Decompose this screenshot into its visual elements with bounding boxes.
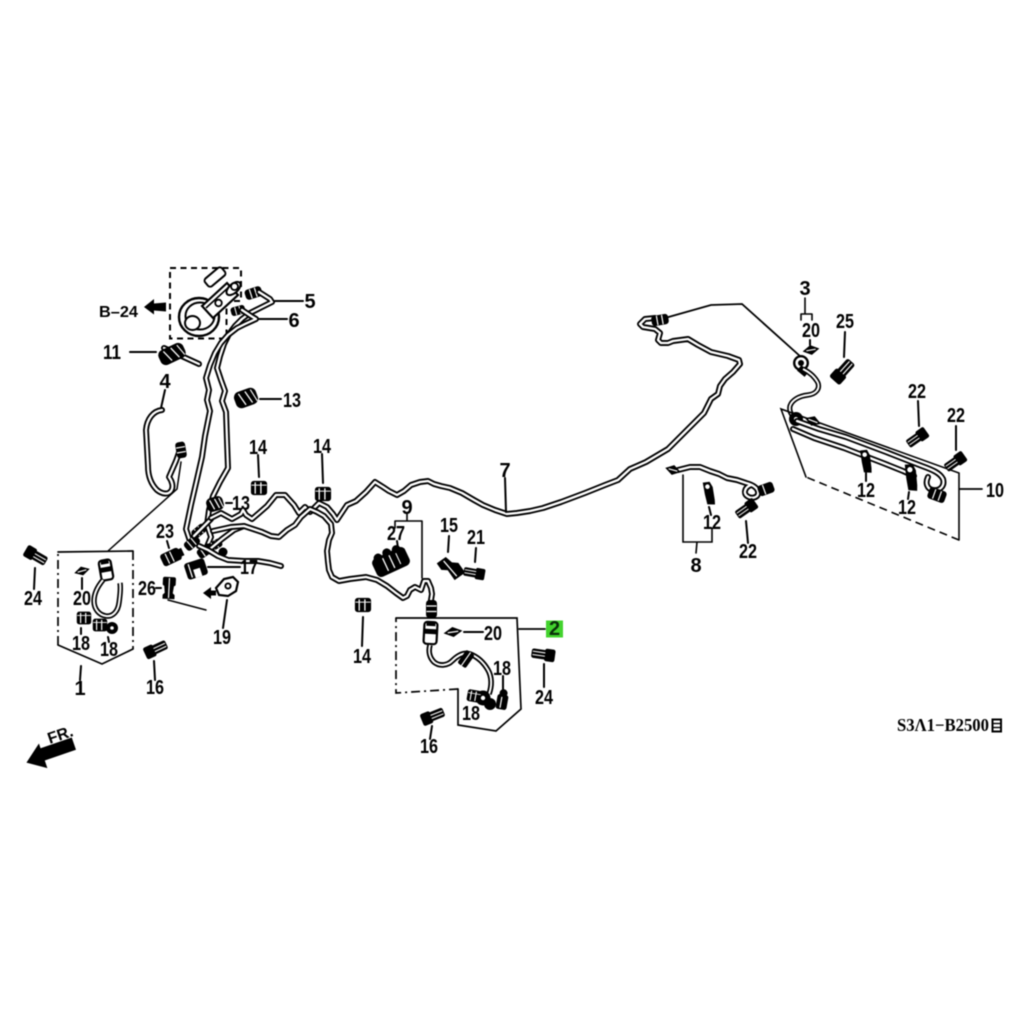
svg-text:4: 4 (159, 371, 171, 393)
svg-text:23: 23 (156, 521, 174, 543)
svg-text:12: 12 (857, 480, 875, 502)
svg-text:11: 11 (103, 342, 121, 364)
svg-text:20: 20 (484, 623, 502, 645)
svg-text:22: 22 (739, 541, 757, 563)
svg-text:18: 18 (462, 703, 480, 725)
svg-text:24: 24 (24, 588, 43, 610)
svg-text:17: 17 (240, 557, 258, 579)
svg-text:16: 16 (420, 736, 438, 758)
svg-text:25: 25 (836, 311, 854, 333)
svg-text:8: 8 (690, 555, 701, 577)
svg-text:20: 20 (73, 588, 91, 610)
svg-text:24: 24 (535, 687, 554, 709)
svg-text:13: 13 (283, 390, 301, 412)
svg-text:26: 26 (138, 578, 156, 600)
svg-text:14: 14 (313, 436, 332, 458)
svg-text:22: 22 (947, 405, 965, 427)
svg-text:B–24: B–24 (99, 304, 138, 321)
svg-text:6: 6 (288, 310, 299, 332)
svg-text:16: 16 (146, 677, 164, 699)
svg-text:18: 18 (72, 633, 90, 655)
svg-text:21: 21 (467, 527, 485, 549)
svg-text:1: 1 (74, 678, 85, 700)
svg-text:9: 9 (401, 497, 412, 519)
svg-text:5: 5 (304, 291, 315, 313)
svg-text:10: 10 (986, 480, 1004, 502)
svg-text:15: 15 (440, 515, 458, 537)
svg-text:14: 14 (353, 646, 372, 668)
svg-text:12: 12 (898, 497, 916, 519)
svg-text:7: 7 (499, 460, 510, 482)
svg-text:18: 18 (100, 639, 118, 661)
svg-text:12: 12 (703, 512, 721, 534)
svg-text:27: 27 (387, 523, 405, 545)
svg-text:20: 20 (802, 320, 820, 342)
svg-text:S3Λ1−B2500: S3Λ1−B2500 (897, 715, 989, 735)
svg-text:3: 3 (799, 278, 810, 300)
svg-text:14: 14 (249, 437, 268, 459)
svg-text:2: 2 (549, 618, 560, 640)
svg-text:18: 18 (493, 658, 511, 680)
svg-text:22: 22 (908, 381, 926, 403)
svg-text:19: 19 (213, 627, 231, 649)
